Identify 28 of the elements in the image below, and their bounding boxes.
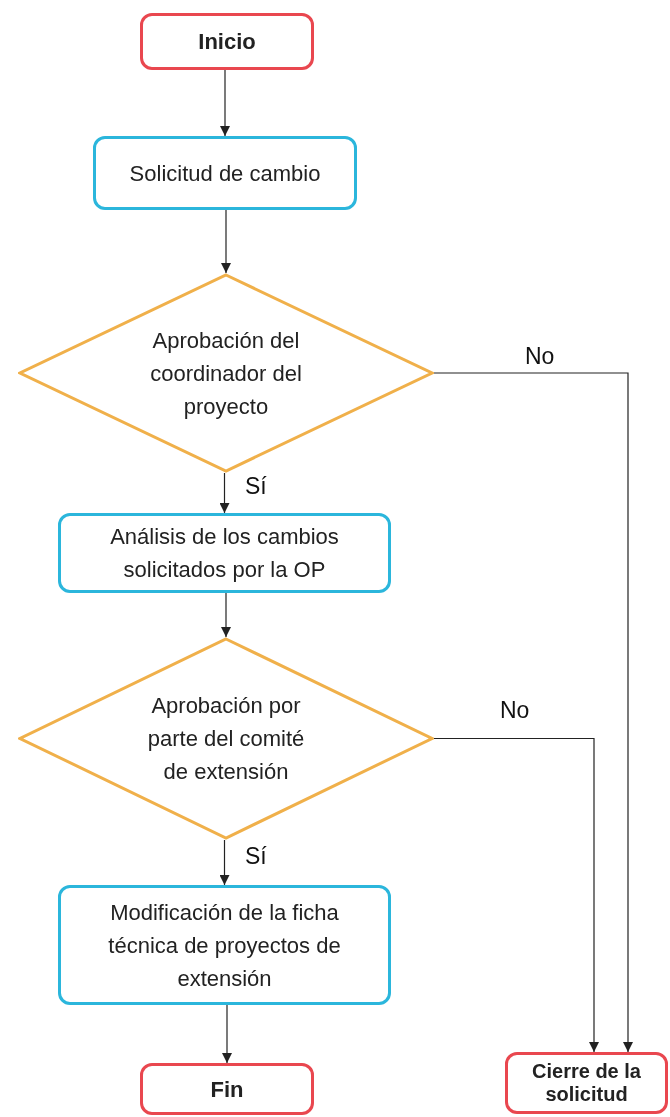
edge-label: Sí — [245, 473, 267, 500]
node-label: Aprobación por parte del comité de extensión — [146, 692, 306, 786]
arrow — [433, 737, 599, 1053]
edge-label: No — [500, 697, 530, 724]
edge-label: Sí — [245, 843, 267, 870]
process-box — [58, 885, 391, 1005]
process-box — [93, 136, 357, 210]
arrow — [220, 69, 230, 137]
decision-diamond — [18, 637, 434, 840]
arrow — [219, 839, 230, 886]
node-label: Aprobación del coordinador del proyecto — [149, 326, 303, 421]
edge-label: No — [525, 343, 555, 370]
arrow — [222, 1004, 232, 1064]
decision-diamond — [18, 273, 434, 473]
process-box — [58, 513, 391, 593]
node-label: Análisis de los cambios solicitados por la OP — [109, 523, 340, 584]
arrow — [219, 472, 230, 514]
node-label: Solicitud de cambio — [128, 159, 322, 188]
node-label: Modificación de la ficha técnica de proyectos de extensión — [107, 898, 342, 993]
node-label: Cierre de la solicitud — [531, 1060, 642, 1106]
node-label: Fin — [210, 1075, 244, 1104]
terminal-box — [505, 1052, 668, 1114]
arrow — [221, 592, 231, 638]
arrow — [433, 372, 633, 1053]
node-label: Inicio — [198, 28, 256, 56]
terminal-box — [140, 13, 314, 70]
terminal-box — [140, 1063, 314, 1115]
arrow — [221, 209, 231, 274]
